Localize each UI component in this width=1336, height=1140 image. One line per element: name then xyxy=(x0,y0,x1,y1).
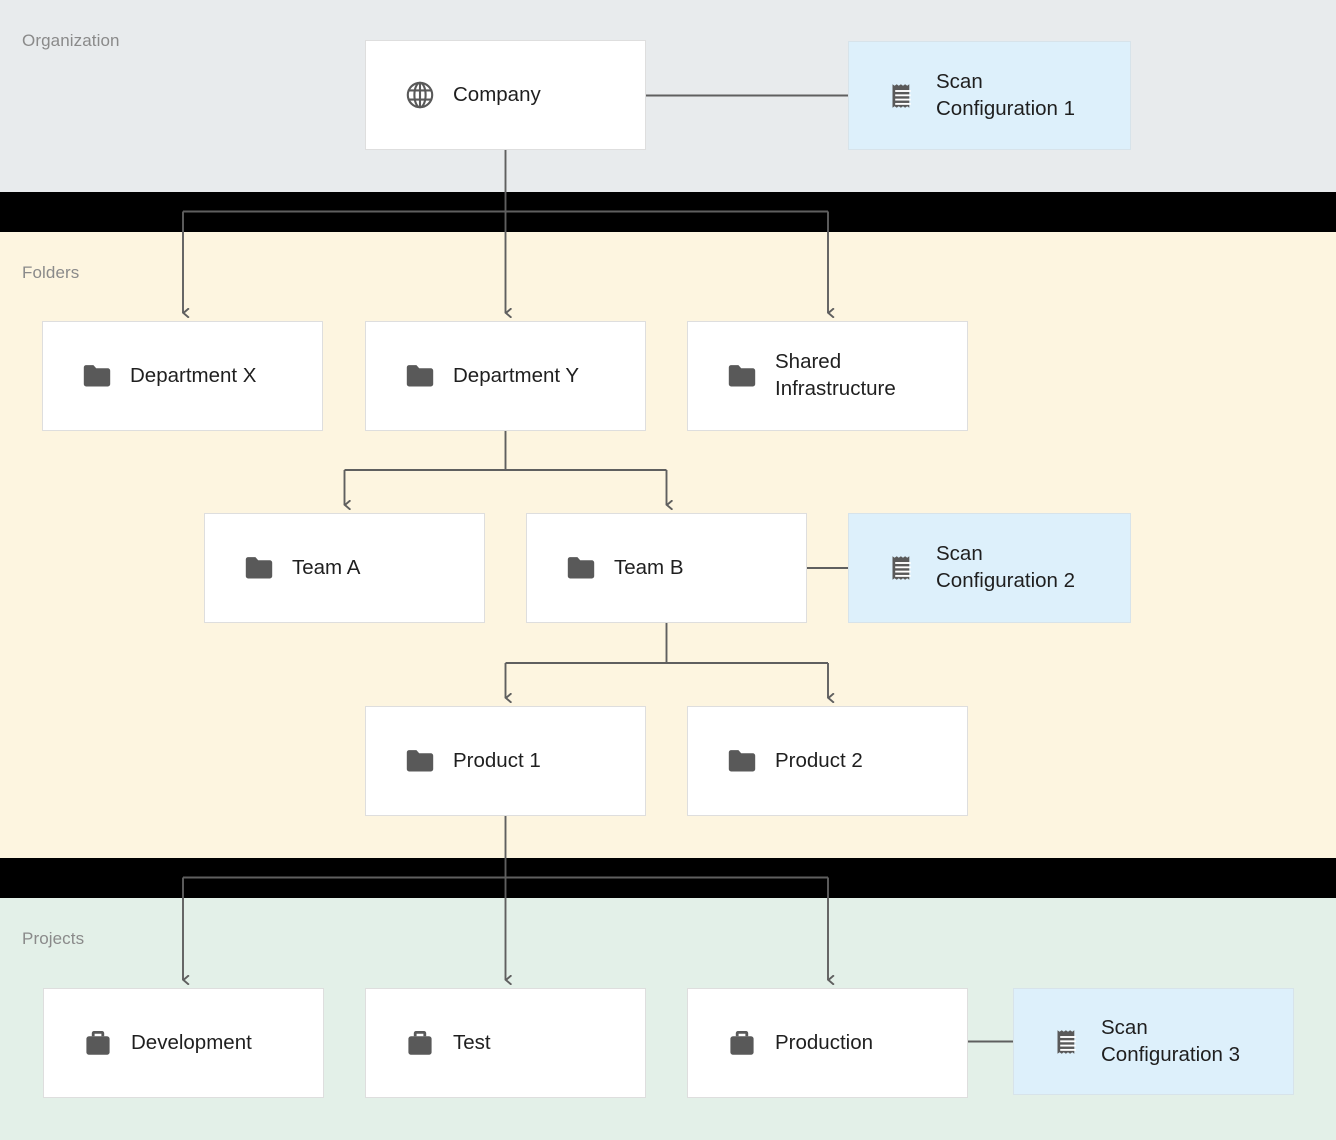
band-label-organization: Organization xyxy=(22,31,120,50)
node-team-b[interactable]: Team B xyxy=(526,513,807,623)
node-label: Team B xyxy=(614,555,684,579)
node-production[interactable]: Production xyxy=(687,988,968,1098)
band-label-folders: Folders xyxy=(22,263,80,282)
briefcase-icon xyxy=(404,1027,436,1059)
folder-icon xyxy=(404,745,436,777)
folder-icon xyxy=(726,745,758,777)
node-team-a[interactable]: Team A xyxy=(204,513,485,623)
band-organization xyxy=(0,0,1336,192)
node-product-2[interactable]: Product 2 xyxy=(687,706,968,816)
briefcase-icon xyxy=(82,1027,114,1059)
node-product-1[interactable]: Product 1 xyxy=(365,706,646,816)
node-department-x[interactable]: Department X xyxy=(42,321,323,431)
folder-icon xyxy=(404,360,436,392)
node-label: Product 2 xyxy=(775,748,863,772)
folder-icon xyxy=(565,552,597,584)
node-scan-configuration-2[interactable]: Scan Configuration 2 xyxy=(848,513,1131,623)
folder-icon xyxy=(243,552,275,584)
node-label: Shared Infrastructure xyxy=(775,350,896,400)
node-label: Team A xyxy=(292,555,361,579)
receipt-icon xyxy=(887,80,919,112)
globe-icon xyxy=(404,79,436,111)
folder-icon xyxy=(726,360,758,392)
node-label: Production xyxy=(775,1030,874,1054)
node-label: Test xyxy=(453,1030,491,1054)
node-company[interactable]: Company xyxy=(365,40,646,150)
node-label: Department X xyxy=(130,363,257,387)
folder-icon xyxy=(81,360,113,392)
node-label: Department Y xyxy=(453,363,580,387)
node-development[interactable]: Development xyxy=(43,988,324,1098)
band-label-projects: Projects xyxy=(22,929,85,948)
briefcase-icon xyxy=(726,1027,758,1059)
node-label: Company xyxy=(453,82,541,106)
node-scan-configuration-1[interactable]: Scan Configuration 1 xyxy=(848,41,1131,150)
node-label: Scan Configuration 3 xyxy=(1101,1015,1241,1066)
node-scan-configuration-3[interactable]: Scan Configuration 3 xyxy=(1013,988,1294,1095)
node-department-y[interactable]: Department Y xyxy=(365,321,646,431)
node-test[interactable]: Test xyxy=(365,988,646,1098)
receipt-icon xyxy=(887,552,919,584)
node-label: Development xyxy=(131,1030,252,1054)
node-label: Scan Configuration 2 xyxy=(936,542,1076,592)
receipt-icon xyxy=(1052,1026,1084,1058)
node-label: Product 1 xyxy=(453,748,541,772)
node-shared-infrastructure[interactable]: Shared Infrastructure xyxy=(687,321,968,431)
node-label: Scan Configuration 1 xyxy=(936,69,1076,120)
